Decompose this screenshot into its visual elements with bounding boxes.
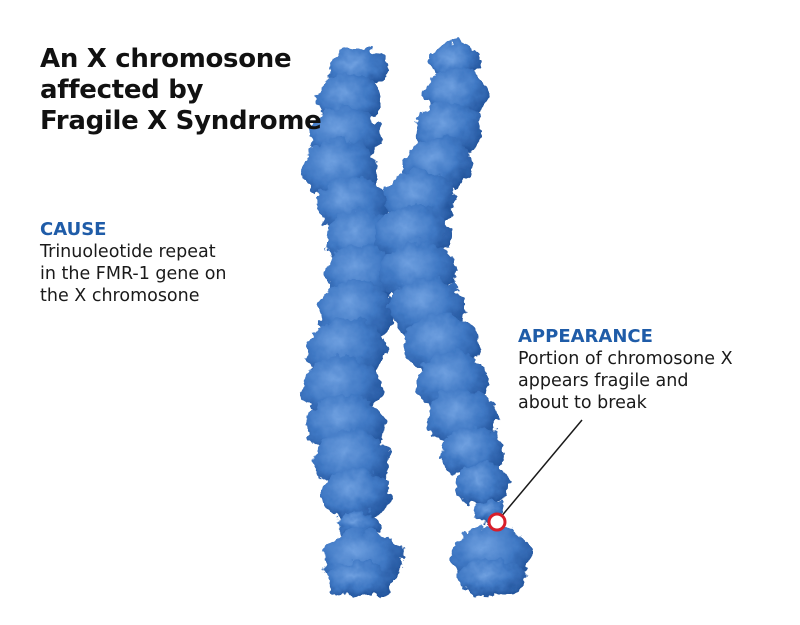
title-line: Fragile X Syndrome: [40, 106, 322, 136]
fragile-site-marker: [487, 512, 507, 532]
right-chromatid: [374, 42, 532, 596]
left-chromatid: [302, 48, 402, 598]
appearance-text: Portion of chromosone X appears fragile …: [518, 348, 733, 414]
appearance-heading: APPEARANCE: [518, 326, 653, 347]
page-title: An X chromosone affected by Fragile X Sy…: [40, 44, 330, 137]
title-line: affected by: [40, 75, 204, 105]
appearance-line: appears fragile and: [518, 371, 689, 391]
cause-line: Trinuoleotide repeat: [40, 242, 216, 262]
cause-block: CAUSE Trinuoleotide repeat in the FMR-1 …: [40, 219, 227, 307]
cause-line: in the FMR-1 gene on: [40, 264, 227, 284]
cause-heading: CAUSE: [40, 219, 107, 240]
appearance-line: about to break: [518, 393, 647, 413]
appearance-line: Portion of chromosone X: [518, 349, 733, 369]
cause-line: the X chromosone: [40, 286, 200, 306]
pointer-line: [499, 419, 583, 519]
appearance-block: APPEARANCE Portion of chromosone X appea…: [518, 326, 733, 414]
title-line: An X chromosone: [40, 44, 292, 74]
cause-text: Trinuoleotide repeat in the FMR-1 gene o…: [40, 241, 227, 307]
